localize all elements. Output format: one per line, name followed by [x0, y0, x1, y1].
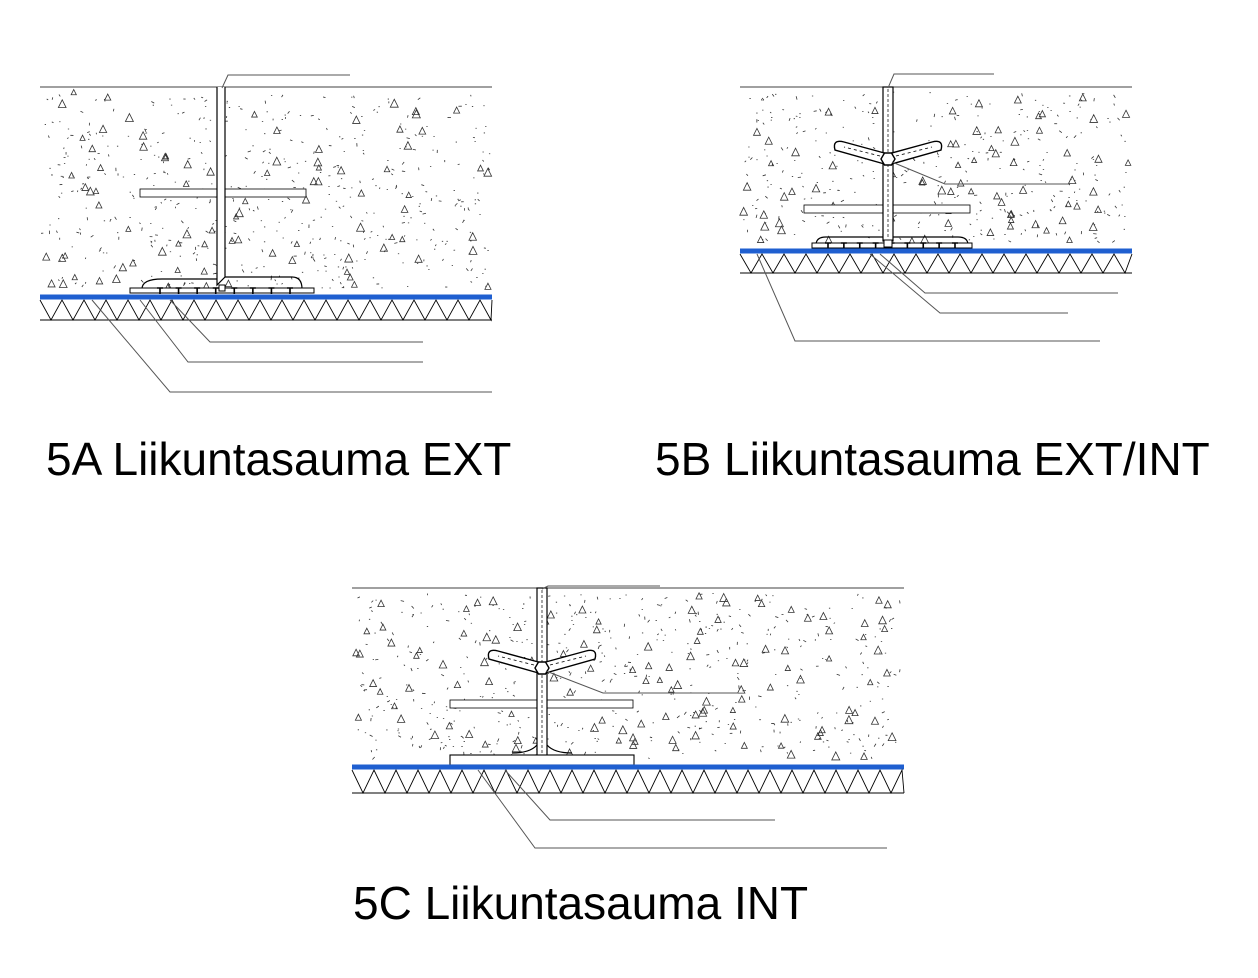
profile-fillet-right	[546, 744, 573, 754]
detail-5b-drawing	[739, 73, 1133, 342]
anchor-arm	[487, 649, 543, 675]
leader-line	[887, 73, 994, 89]
caption-5b: 5B Liikuntasauma EXT/INT	[655, 433, 1210, 485]
insulation-zigzag	[739, 253, 1133, 275]
leader-line	[91, 299, 492, 393]
anchor-studs	[157, 287, 293, 294]
anchor-arm-slots	[895, 146, 933, 157]
profile-flange-right	[225, 276, 303, 290]
caption-5a: 5A Liikuntasauma EXT	[46, 433, 512, 485]
leader-line	[541, 585, 660, 590]
leader-line	[756, 253, 1100, 342]
leader-line	[545, 670, 738, 694]
anchor-arm	[887, 140, 943, 166]
profile-fillet-left	[511, 744, 538, 754]
insulation-zigzag	[351, 768, 905, 795]
leader-line	[869, 253, 1068, 314]
detail-5a-drawing	[39, 74, 493, 393]
insulation-zigzag	[39, 299, 493, 322]
leader-line	[879, 253, 1118, 294]
base-plate	[449, 754, 635, 766]
joint-gap-marker	[218, 284, 226, 292]
anchor-arm-slots	[843, 146, 881, 157]
profile-flange-left	[141, 278, 217, 290]
hex-core	[534, 661, 550, 675]
leader-line	[139, 299, 423, 363]
leader-line	[477, 769, 887, 849]
concrete-aggregate-pattern	[352, 591, 901, 761]
anchor-arm-slots	[549, 655, 587, 666]
leader-line	[221, 74, 350, 89]
leader-line	[891, 161, 1070, 185]
detail-5c-drawing	[351, 585, 905, 849]
anchor-arm	[833, 140, 889, 166]
anchor-arm-slots	[497, 655, 535, 666]
joint-gap-marker	[883, 239, 893, 248]
anchor-arm	[541, 649, 597, 675]
leader-line	[169, 299, 423, 343]
caption-5c: 5C Liikuntasauma INT	[353, 877, 809, 929]
concrete-aggregate-pattern	[40, 88, 493, 291]
joint-profile-stem	[216, 87, 226, 287]
hex-core	[880, 152, 896, 166]
concrete-aggregate-pattern	[739, 91, 1132, 244]
leader-line	[504, 769, 775, 821]
